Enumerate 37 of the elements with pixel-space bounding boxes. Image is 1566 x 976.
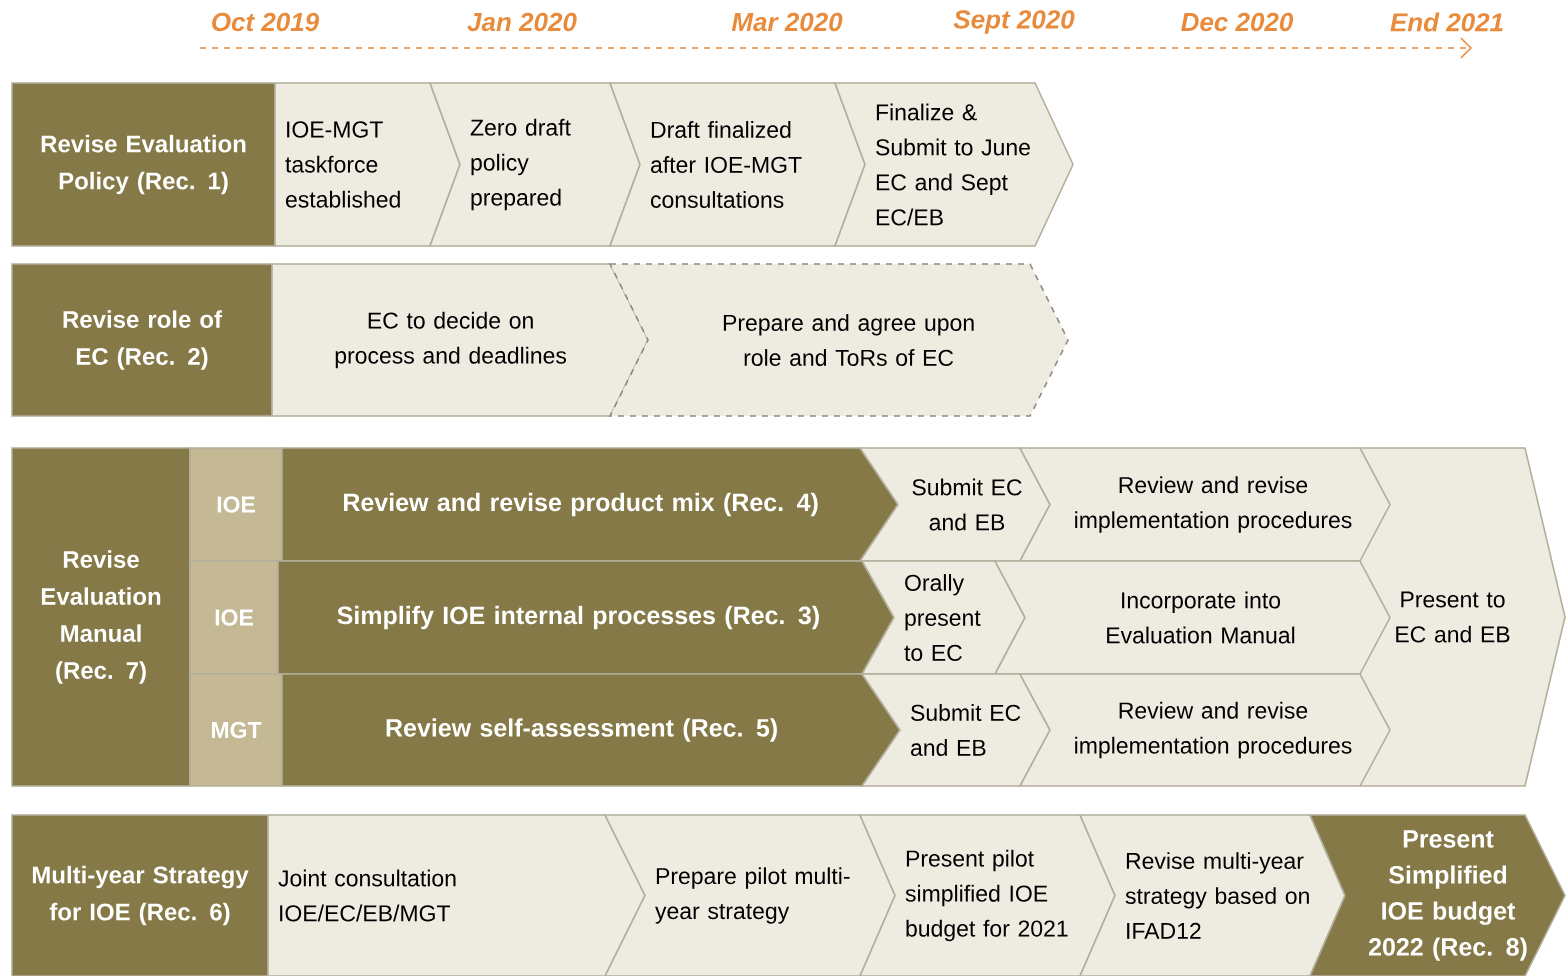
chevron-step: Draft finalized after IOE-MGT consultations [608,82,866,247]
chevron-step: Present to EC and EB [1359,447,1566,787]
chevron-step: Present Simplified IOE budget 2022 (Rec. 8) [1308,814,1566,976]
date-label: Sept 2020 [953,10,1075,34]
chevron-step: Zero draft policy prepared [428,82,641,247]
chevron-step: Incorporate into Evaluation Manual [993,560,1391,675]
chevron-step: Finalize & Submit to June EC and Sept EC/EB [833,82,1074,247]
chevron-step: Submit EC and EB [858,447,1051,562]
chevron-step: Revise multi-year strategy based on IFAD12 [1078,814,1346,976]
chevron-step: Joint consultation IOE/EC/EB/MGT [267,814,646,976]
node-label: Prepare pilot multi-year strategy [655,867,850,924]
date-label: Jan 2020 [467,12,577,32]
chevron-step: Present pilot simplified IOE budget for 2021 [858,814,1116,976]
chevron-step: Review self-assessment (Rec. 5) [281,673,901,787]
owner-tag: IOE [189,447,283,562]
owner-tag: IOE [189,560,279,675]
node-label: Present to EC and EB [1396,591,1510,643]
node-label: Present pilot simplified IOE budget for 2021 [905,849,1068,942]
row-heading-box: Multi-year Strategy for IOE (Rec. 6) [11,814,269,976]
owner-tag: MGT [189,673,283,787]
chevron-step: EC to decide on process and deadlines [271,263,649,417]
chevron-step: Simplify IOE internal processes (Rec. 3) [277,560,895,675]
node-label: Revise multi-year strategy based on IFAD12 [1125,852,1309,939]
chevron-step: IOE-MGT taskforce established [274,82,461,247]
chevron-step: Prepare pilot multi-year strategy [603,814,896,976]
row-heading-box: Revise Evaluation Policy (Rec. 1) [11,82,276,247]
chevron-step: Orally present to EC [860,560,1026,675]
date-label: Mar 2020 [731,12,843,32]
date-label: End 2021 [1390,12,1503,32]
row-heading-box: Revise Evaluation Manual (Rec. 7) [11,447,191,787]
date-label: Dec 2020 [1181,12,1294,32]
row-heading-box: Revise role of EC (Rec. 2) [11,263,273,417]
date-label: Oct 2019 [212,12,320,32]
chevron-step: Submit EC and EB [860,673,1051,787]
chevron-step: Prepare and agree upon role and ToRs of EC [608,263,1069,417]
node-label: Joint consultation IOE/EC/EB/MGT [278,869,456,922]
chevron-step: Review and revise product mix (Rec. 4) [281,447,899,562]
